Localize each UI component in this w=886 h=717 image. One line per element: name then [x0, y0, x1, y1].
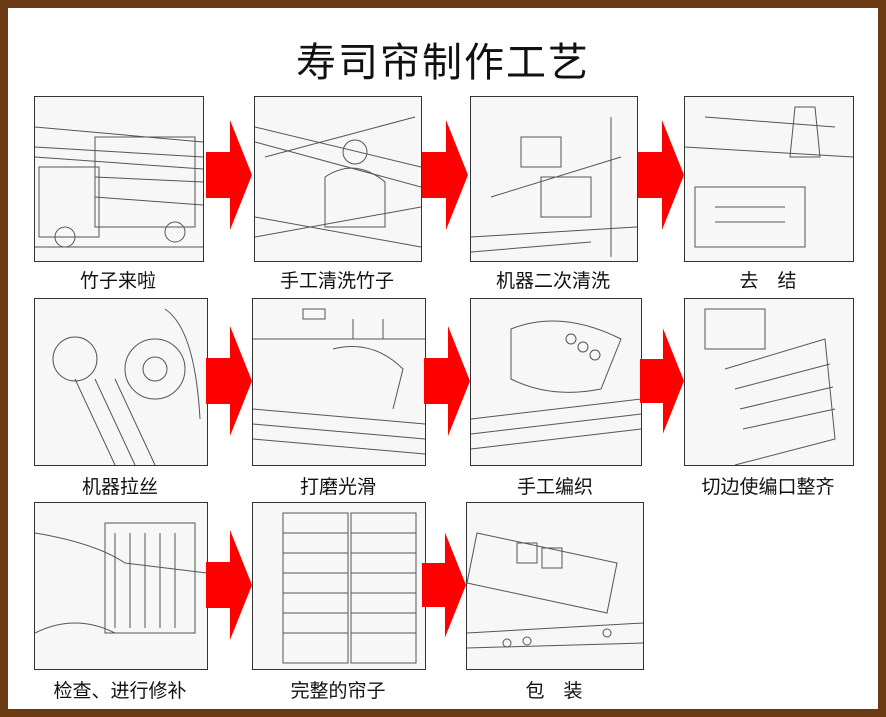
- step-8-photo: [684, 298, 854, 466]
- diagram-frame: 寿司帘制作工艺 竹子来啦 手工清洗竹子 机器二次清洗 去 结: [8, 8, 878, 709]
- step-9-photo: [34, 502, 208, 670]
- step-2-label: 手工清洗竹子: [279, 270, 394, 292]
- step-6-photo: [252, 298, 426, 466]
- diagram-title: 寿司帘制作工艺: [296, 40, 590, 86]
- step-7-label: 手工编织: [516, 476, 593, 498]
- step-11-label: 包 装: [525, 680, 583, 702]
- step-1-label: 竹子来啦: [79, 270, 156, 292]
- step-4-label: 去 结: [739, 270, 797, 292]
- step-5-photo: [34, 298, 208, 466]
- arrow-right-icon: [206, 530, 252, 640]
- step-10-label: 完整的帘子: [290, 680, 386, 702]
- step-8-label: 切边使编口整齐: [701, 476, 835, 498]
- arrow-right-icon: [640, 328, 684, 434]
- step-7-photo: [470, 298, 642, 466]
- step-4-photo: [684, 96, 854, 262]
- arrow-right-icon: [206, 326, 252, 436]
- arrow-right-icon: [638, 120, 684, 230]
- arrow-right-icon: [422, 120, 468, 230]
- arrow-right-icon: [424, 326, 470, 436]
- step-3-photo: [470, 96, 638, 262]
- step-11-photo: [466, 502, 644, 670]
- step-3-label: 机器二次清洗: [495, 270, 610, 292]
- arrow-right-icon: [206, 120, 252, 230]
- step-1-photo: [34, 96, 204, 262]
- step-6-label: 打磨光滑: [299, 476, 376, 498]
- step-10-photo: [252, 502, 426, 670]
- arrow-right-icon: [422, 532, 466, 638]
- step-5-label: 机器拉丝: [81, 476, 158, 498]
- step-9-label: 检查、进行修补: [53, 680, 187, 702]
- step-2-photo: [254, 96, 422, 262]
